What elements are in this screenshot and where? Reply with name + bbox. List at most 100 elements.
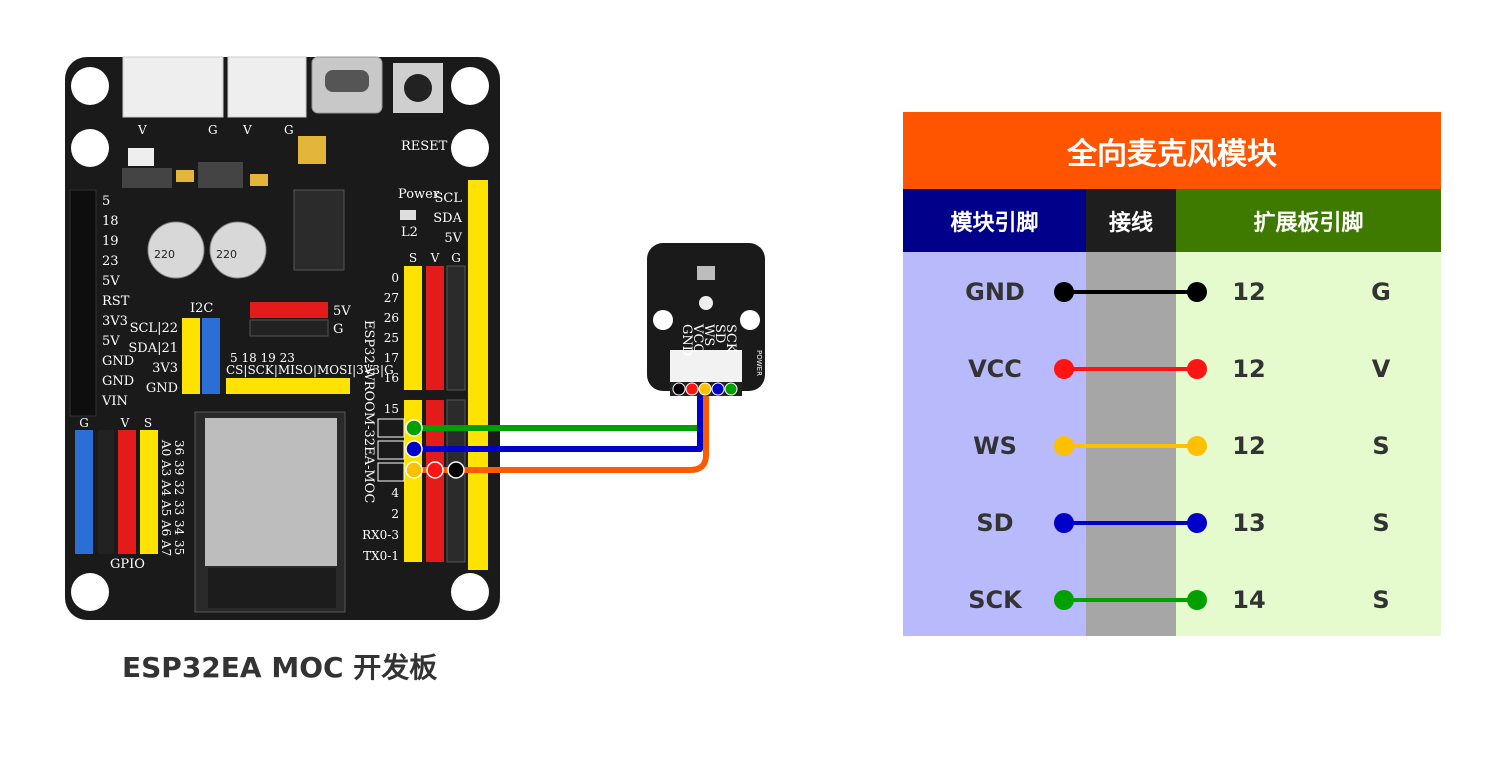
- pin-highlight-12: [377, 462, 405, 482]
- upper-v-column: [426, 266, 444, 390]
- table-wire-dot: [1054, 359, 1074, 379]
- left-header-label: 23: [102, 254, 119, 269]
- svg-header-label-strip: [400, 250, 464, 264]
- board-pin-cell: 12: [1232, 355, 1266, 383]
- pin-type-cell: G: [1371, 278, 1391, 306]
- lower-pin-label: RX0-3: [362, 528, 399, 542]
- table-wire-dot: [1054, 513, 1074, 533]
- mic-pin-label: VCC: [690, 323, 705, 353]
- jst-connector-4pin: [122, 56, 224, 118]
- lower-pin-label: 4: [391, 486, 399, 500]
- left-header-label: 5V: [102, 274, 120, 289]
- gpio-header-s: [140, 430, 158, 554]
- mic-power-label: POWER: [755, 350, 763, 376]
- upper-pin-label: 25: [384, 331, 399, 345]
- power-label: Power: [398, 187, 440, 202]
- bottom-pin-label: 35: [172, 540, 186, 555]
- left-header-label: RST: [102, 294, 130, 309]
- left-header-label: 19: [102, 234, 119, 249]
- power-header-5v: [250, 302, 328, 318]
- smd-part: [128, 148, 154, 166]
- board-pin-column: [1176, 252, 1441, 636]
- bottom-pin-label: A6: [159, 519, 173, 536]
- board-pin-cell: 12: [1232, 432, 1266, 460]
- upper-pin-label: 0: [391, 271, 399, 285]
- left-header-label: 18: [102, 214, 119, 229]
- pin-dot-12-red: [426, 461, 444, 479]
- mount-hole: [451, 67, 489, 105]
- table-wire-dot: [1187, 436, 1207, 456]
- mic-mount-hole: [653, 310, 673, 330]
- bottom-header-label: G: [79, 416, 89, 430]
- module-pin-cell: VCC: [968, 355, 1022, 383]
- table-wire-dot: [1187, 282, 1207, 302]
- bottom-header-label: V: [120, 416, 130, 430]
- mic-pin-dot: [685, 382, 699, 396]
- bottom-pin-label: 39: [172, 460, 186, 475]
- mic-pin-dots: [672, 382, 738, 396]
- led: [400, 210, 416, 220]
- esp32-shield: [205, 418, 337, 566]
- board-pin-cell: 14: [1232, 586, 1266, 614]
- i2c-header-blue: [202, 318, 220, 394]
- spi-header: [226, 378, 350, 394]
- wire-orange: [411, 387, 709, 473]
- bottom-pin-label: A3: [159, 459, 173, 476]
- usb-c-opening: [325, 70, 369, 92]
- lower-pin-label: 2: [391, 507, 399, 521]
- table-wire-dot: [1054, 590, 1074, 610]
- jst-connector-3pin: [227, 56, 307, 118]
- capacitor-text: 220: [216, 248, 237, 261]
- l2-label: L2: [401, 225, 418, 240]
- left-header-label: GND: [102, 374, 134, 389]
- header-module-pin: 模块引脚: [903, 189, 1086, 252]
- upper-g-column: [446, 265, 466, 391]
- mic-mount-hole: [740, 310, 760, 330]
- left-header-label: 5V: [102, 334, 120, 349]
- table-wire-dot: [1187, 359, 1207, 379]
- i2c-label: I2C: [190, 301, 213, 316]
- smd-part: [298, 136, 326, 164]
- module-pin-cell: SD: [976, 509, 1014, 537]
- table-wire-dot: [1054, 436, 1074, 456]
- upper-pin-label: 27: [384, 291, 399, 305]
- capacitor: [209, 221, 267, 279]
- power-5v-label: 5V: [333, 304, 351, 319]
- i2c-pin-label: GND: [146, 381, 178, 396]
- left-header-label: VIN: [101, 394, 128, 409]
- table-wire-dot: [1187, 513, 1207, 533]
- gpio-label: GPIO: [110, 557, 145, 572]
- board-caption: ESP32EA MOC 开发板: [122, 651, 438, 684]
- bottom-pin-label: 32: [172, 480, 186, 495]
- pin-dot-13-blue: [405, 440, 423, 458]
- right-yellow-header: [468, 180, 488, 570]
- pin-type-cell: S: [1372, 509, 1390, 537]
- i2c-pin-label: SCL|22: [130, 321, 178, 336]
- module-pin-cell: GND: [965, 278, 1025, 306]
- mic-connector: [670, 350, 742, 382]
- mic-pin-label: SD: [712, 324, 727, 343]
- gpio-header-g: [75, 430, 93, 554]
- gpio-header-v: [118, 430, 136, 554]
- regulator: [122, 168, 172, 188]
- table-wire-dot: [1054, 282, 1074, 302]
- pin-dot-12-black: [447, 461, 465, 479]
- pin-highlight-14: [377, 418, 405, 438]
- header-board-pin: 扩展板引脚: [1176, 189, 1441, 252]
- pin-dot-14-green: [405, 419, 423, 437]
- mic-pin-label: SCK: [723, 324, 738, 353]
- bottom-pin-label: 33: [172, 500, 186, 515]
- board-pin-cell: 12: [1232, 278, 1266, 306]
- table-title: 全向麦克风模块: [903, 112, 1441, 189]
- i2c-pin-label: 3V3: [152, 361, 178, 376]
- mic-sensor: [697, 266, 715, 280]
- mic-pin-dot: [698, 382, 712, 396]
- pin-highlight-13: [377, 440, 405, 460]
- vg-label: V: [137, 123, 147, 137]
- bottom-pin-label: A4: [159, 479, 173, 497]
- reset-label: RESET: [401, 139, 448, 154]
